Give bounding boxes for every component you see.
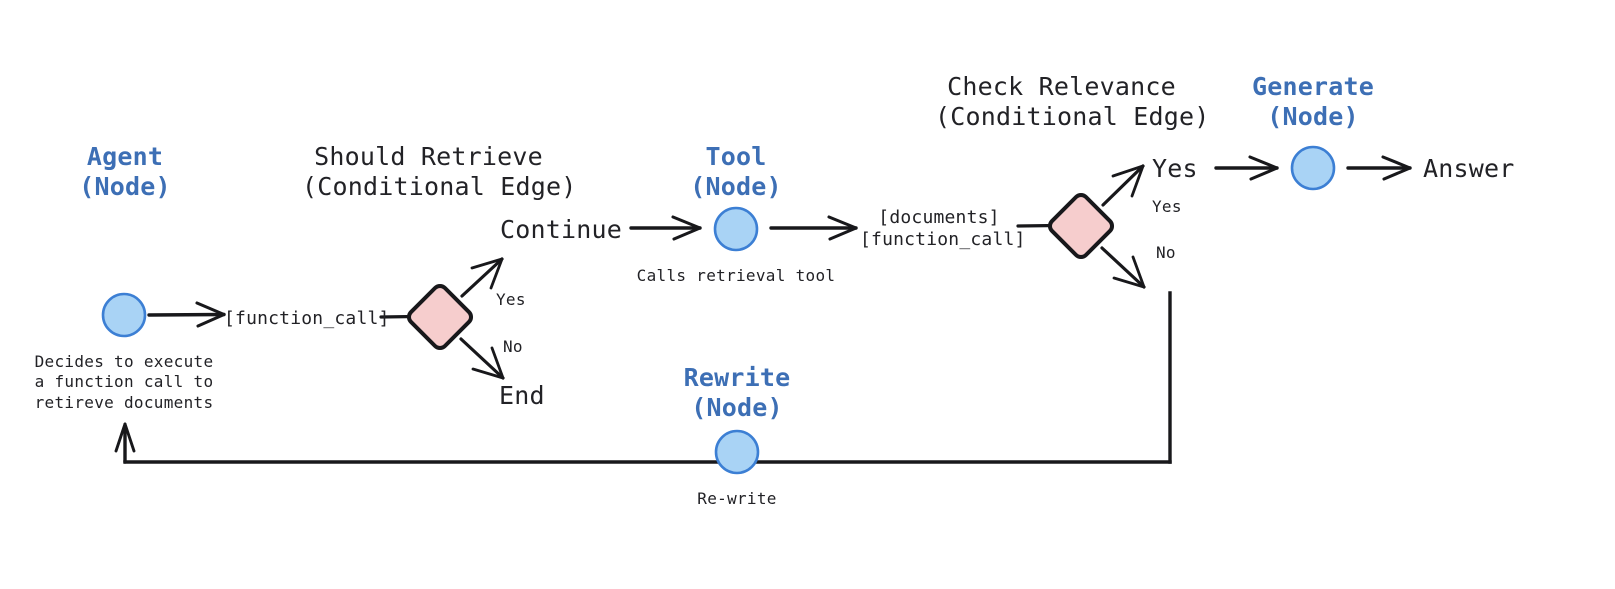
check-relevance-yes-arrow: [1101, 164, 1145, 207]
answer-flow-label: Answer: [1423, 154, 1515, 183]
should-retrieve-no-arrow: [459, 337, 505, 380]
tool-node-circle[interactable]: [713, 206, 759, 252]
agent-node-caption: Decides to execute a function call to re…: [34, 352, 214, 412]
generate-node-circle[interactable]: [1290, 145, 1336, 191]
agent-node-label: Agent (Node): [79, 142, 171, 201]
should-retrieve-yes-label: Yes: [496, 290, 526, 309]
generate-to-answer-arrow: [1346, 155, 1412, 181]
rewrite-node-circle[interactable]: [714, 429, 760, 475]
agent-to-functioncall-arrow: [147, 301, 226, 328]
rewrite-node-caption: Re-write: [697, 489, 777, 508]
rewrite-feedback-loop: [114, 291, 1172, 464]
continue-to-tool-arrow: [629, 215, 702, 241]
check-relevance-decision-diamond[interactable]: [1047, 192, 1115, 260]
should-retrieve-yes-arrow: [460, 257, 504, 298]
should-retrieve-edge-label: Should Retrieve (Conditional Edge): [302, 142, 577, 201]
check-relevance-no-label: No: [1156, 243, 1176, 262]
check-relevance-yes-label: Yes: [1152, 197, 1182, 216]
documents-state-label: [documents] [function_call]: [860, 207, 1026, 250]
yes-to-generate-arrow: [1214, 155, 1279, 181]
continue-flow-label: Continue: [500, 215, 623, 244]
should-retrieve-no-label: No: [503, 337, 523, 356]
relevance-yes-flow-label: Yes: [1152, 154, 1198, 183]
should-retrieve-decision-diamond[interactable]: [406, 283, 474, 351]
function-call-state-label: [function_call]: [224, 308, 390, 329]
check-relevance-no-arrow: [1100, 246, 1146, 289]
end-flow-label: End: [499, 381, 545, 410]
rewrite-node-label: Rewrite (Node): [683, 363, 791, 422]
tool-to-documents-arrow: [769, 215, 858, 241]
agent-node-circle[interactable]: [101, 292, 147, 338]
tool-node-label: Tool (Node): [690, 142, 782, 201]
check-relevance-edge-label: Check Relevance (Conditional Edge): [935, 72, 1210, 131]
tool-node-caption: Calls retrieval tool: [636, 266, 836, 285]
generate-node-label: Generate (Node): [1251, 72, 1374, 131]
